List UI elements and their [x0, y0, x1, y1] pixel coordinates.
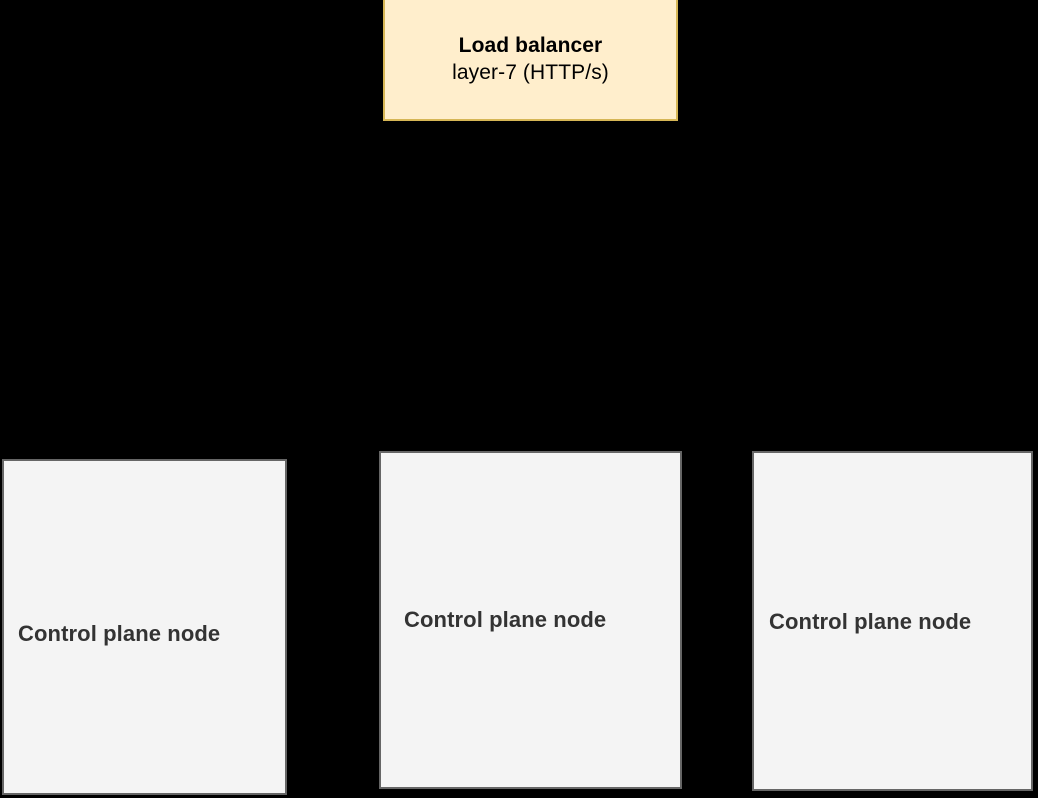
control-plane-node-3-label: Control plane node: [769, 609, 972, 635]
control-plane-node-1-label: Control plane node: [18, 620, 221, 646]
edge-lb-to-cp1: [143, 121, 531, 459]
control-plane-node-2-label: Control plane node: [404, 606, 607, 632]
load-balancer-node[interactable]: Load balancer layer-7 (HTTP/s): [383, 0, 678, 121]
control-plane-node-2[interactable]: Control plane node: [379, 451, 682, 789]
edge-lb-to-cp3: [529, 121, 894, 451]
control-plane-node-1[interactable]: Control plane node: [2, 459, 287, 795]
load-balancer-title: Load balancer: [458, 34, 603, 58]
control-plane-node-3[interactable]: Control plane node: [752, 451, 1033, 791]
load-balancer-subtitle: layer-7 (HTTP/s): [452, 60, 609, 84]
